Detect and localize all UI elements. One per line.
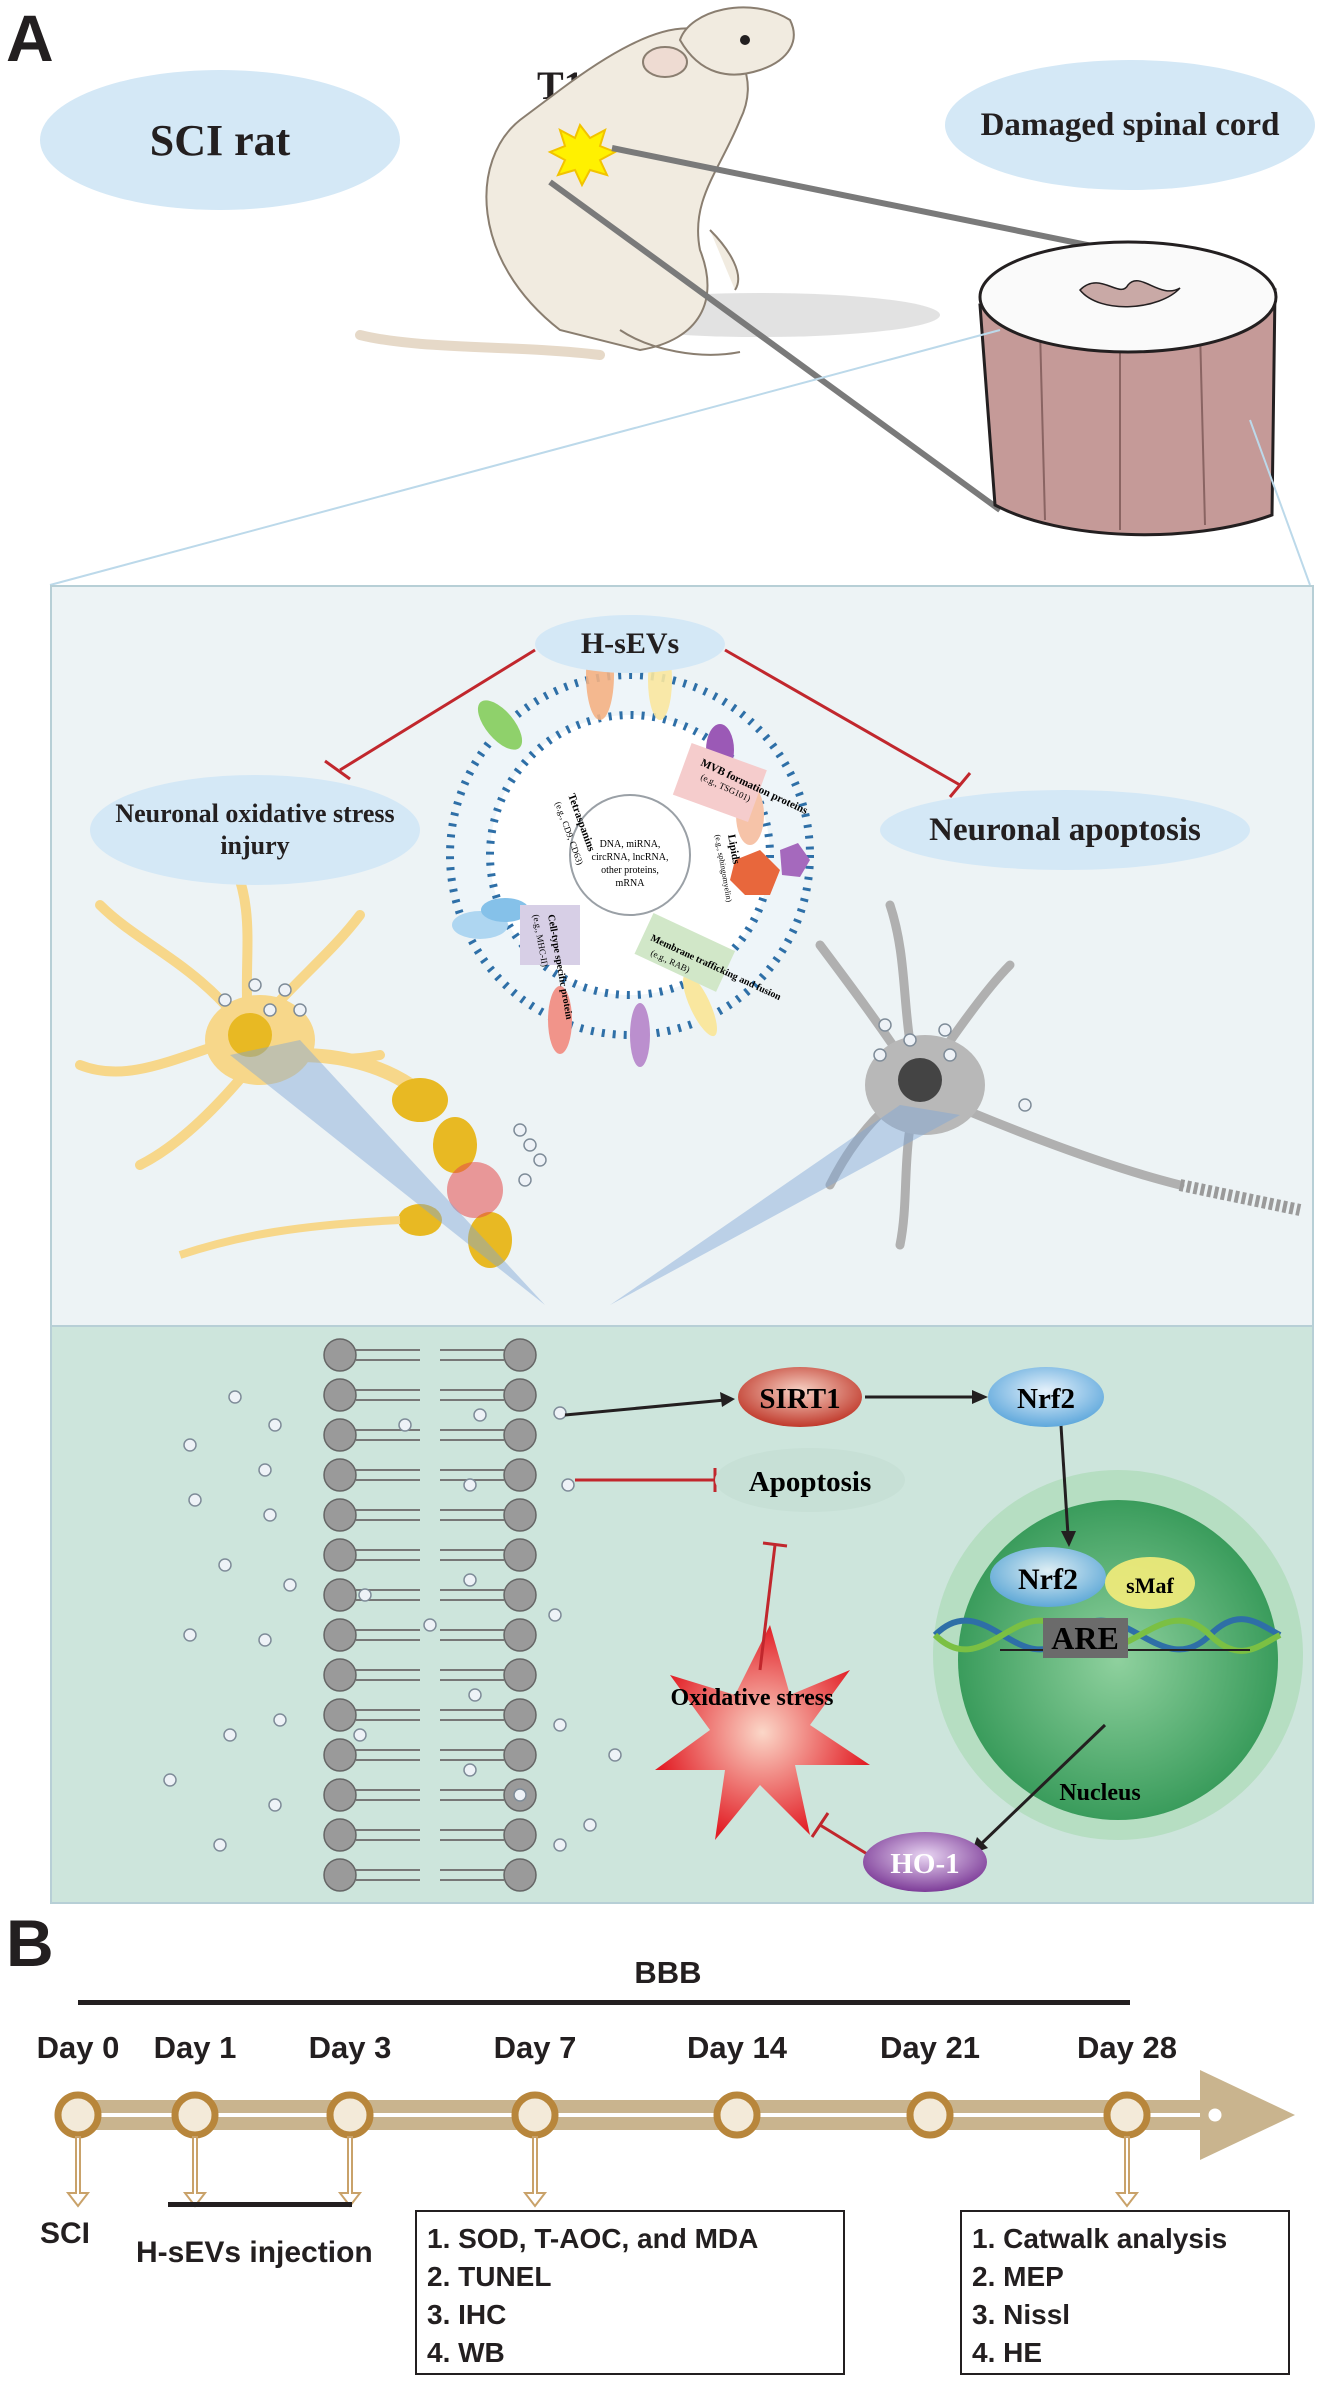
oxidative-stress-injury-label: Neuronal oxidative stress injury bbox=[90, 775, 420, 885]
inhibit-line-left bbox=[339, 648, 536, 772]
rat-head bbox=[678, 6, 795, 76]
injury-star-icon bbox=[547, 122, 618, 188]
vesicle-and-neurons-illustration: Tetraspanins (e.g., CD9, CD63) MVB forma… bbox=[75, 630, 1302, 1305]
rat-hind-paw bbox=[619, 329, 741, 356]
hsevs-injection-label: H-sEVs injection bbox=[136, 2236, 373, 2269]
day7-assay-item: 2. TUNEL bbox=[427, 2261, 552, 2292]
rat-body bbox=[485, 27, 749, 352]
day-28-label: Day 28 bbox=[1077, 2030, 1177, 2065]
magnify-cone-left bbox=[230, 1040, 545, 1305]
nucleus-label: Nucleus bbox=[1059, 1780, 1140, 1806]
day28-assays-box: 1. Catwalk analysis 2. MEP 3. Nissl 4. H… bbox=[960, 2210, 1290, 2375]
rat-front-paw bbox=[709, 229, 740, 291]
lipids-label: Lipids bbox=[725, 833, 742, 865]
arrow-are-to-ho1 bbox=[978, 1723, 1107, 1847]
oxidative-stress-star-icon bbox=[655, 1625, 870, 1840]
nrf2-shape bbox=[988, 1367, 1104, 1427]
day7-assays-box: 1. SOD, T-AOC, and MDA 2. TUNEL 3. IHC 4… bbox=[415, 2210, 845, 2375]
day-3-label: Day 3 bbox=[308, 2030, 392, 2065]
lipid-bilayer bbox=[323, 1338, 537, 1892]
protein-hexagon bbox=[730, 850, 780, 895]
protein-green bbox=[477, 700, 523, 750]
injection-duration-bar bbox=[168, 2202, 352, 2207]
oxidative-stress-label: Oxidative stress bbox=[671, 1685, 834, 1711]
connector-line-lower bbox=[548, 179, 1002, 513]
panel-a-letter: A bbox=[6, 1, 54, 75]
nrf2-nucleus-shape bbox=[990, 1547, 1106, 1607]
are-box bbox=[1043, 1618, 1128, 1658]
smaf-shape bbox=[1105, 1557, 1195, 1609]
timeline-nodes bbox=[54, 2091, 1151, 2139]
day7-assay-item: 1. SOD, T-AOC, and MDA bbox=[427, 2223, 759, 2254]
sirt1-label: SIRT1 bbox=[759, 1383, 840, 1415]
nucleus bbox=[958, 1500, 1278, 1820]
arrow-nrf2-to-nucleus bbox=[1058, 1409, 1070, 1536]
day28-assay-item: 3. Nissl bbox=[972, 2299, 1071, 2330]
day-0-label: Day 0 bbox=[36, 2030, 120, 2065]
rat-eye bbox=[740, 35, 750, 45]
grey-matter bbox=[1078, 279, 1181, 308]
day-21-label: Day 21 bbox=[880, 2030, 980, 2065]
day7-assay-item: 3. IHC bbox=[427, 2299, 507, 2330]
day-14-label: Day 14 bbox=[687, 2030, 787, 2065]
day28-assay-item: 4. HE bbox=[972, 2337, 1043, 2368]
cargo-label: DNA, miRNA,circRNA, lncRNA,other protein… bbox=[592, 839, 669, 889]
bbb-label: BBB bbox=[634, 1955, 702, 1990]
sirt1-shape bbox=[738, 1367, 862, 1427]
rat-and-spinal-cord-illustration bbox=[49, 6, 1311, 586]
bbb-duration-bar bbox=[78, 2000, 1130, 2005]
oxidative-damage-spot bbox=[447, 1162, 503, 1218]
smaf-label: sMaf bbox=[1126, 1573, 1174, 1598]
timeline-down-arrows bbox=[65, 2136, 1140, 2208]
arrow-to-sirt1 bbox=[564, 1398, 726, 1417]
inhibit-apoptosis-up bbox=[758, 1544, 777, 1671]
apoptosis-shape bbox=[715, 1448, 905, 1512]
neuron-oxidative-injury bbox=[75, 850, 512, 1268]
day28-assay-item: 1. Catwalk analysis bbox=[972, 2223, 1228, 2254]
sev-particles-lower bbox=[163, 1390, 622, 1852]
day-7-label: Day 7 bbox=[493, 2030, 577, 2065]
timeline-graphic bbox=[54, 2070, 1295, 2208]
inhibit-line-right bbox=[724, 648, 961, 787]
hsevs-label: H-sEVs bbox=[535, 615, 725, 673]
neuron-apoptosis bbox=[815, 900, 1302, 1250]
day-1-label: Day 1 bbox=[153, 2030, 237, 2065]
panel-b-letter: B bbox=[6, 1906, 54, 1980]
sev-particles bbox=[218, 978, 1032, 1187]
day28-assay-item: 2. MEP bbox=[972, 2261, 1064, 2292]
pathway-illustration: SIRT1 Nrf2 Apoptosis Nrf2 sMaf ARE Nucle… bbox=[163, 1338, 1303, 1892]
rat-ear bbox=[642, 46, 688, 78]
perspective-right bbox=[1249, 419, 1311, 586]
damaged-spinal-cord-label: Damaged spinal cord bbox=[945, 60, 1315, 190]
are-label: ARE bbox=[1051, 1620, 1119, 1656]
day7-assay-item: 4. WB bbox=[427, 2337, 505, 2368]
ho1-shape bbox=[863, 1832, 987, 1892]
rat-tail bbox=[355, 330, 605, 360]
perspective-left bbox=[49, 329, 1001, 586]
nrf2-label: Nrf2 bbox=[1017, 1383, 1075, 1415]
timeline-arrowhead bbox=[1200, 2070, 1295, 2160]
magnify-cone-right bbox=[610, 1105, 960, 1305]
nucleus-nrf2-label: Nrf2 bbox=[1018, 1563, 1078, 1596]
ho1-label: HO-1 bbox=[890, 1848, 959, 1880]
neuronal-apoptosis-label: Neuronal apoptosis bbox=[880, 790, 1250, 870]
sci-rat-label: SCI rat bbox=[40, 70, 400, 210]
sci-label: SCI bbox=[40, 2217, 91, 2250]
apoptosis-label: Apoptosis bbox=[749, 1466, 872, 1498]
